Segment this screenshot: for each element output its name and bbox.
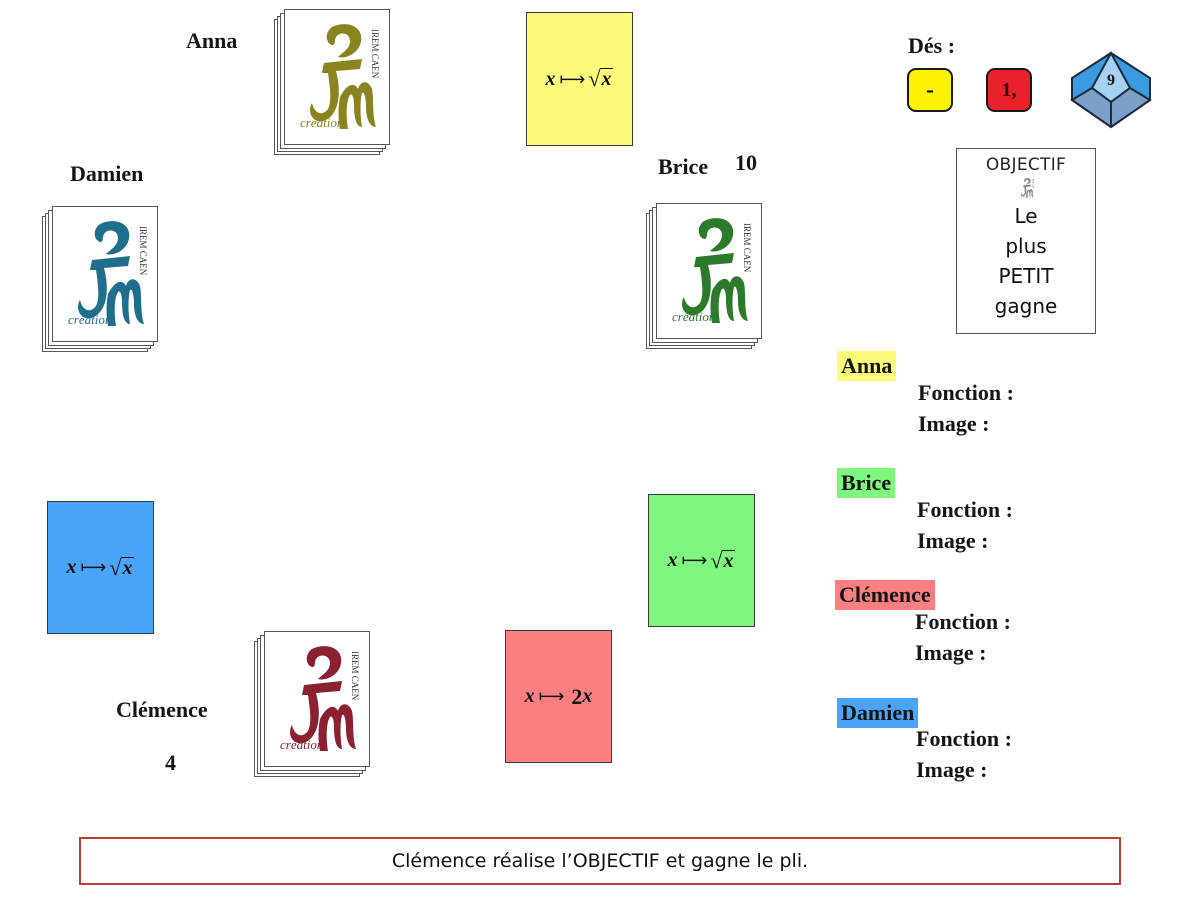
function-formula: x ⟼ √x <box>66 554 135 580</box>
objective-card: OBJECTIF Le plus PETIT gagne <box>956 148 1096 334</box>
irem-logo-icon <box>264 631 370 767</box>
panel-image-label: Image : <box>915 640 987 665</box>
function-formula: x ⟼ √x <box>667 547 736 573</box>
objective-logo <box>957 175 1095 201</box>
deck-damien[interactable] <box>42 206 158 352</box>
player-name-clemence: Clémence <box>116 697 208 722</box>
panel-image-label: Image : <box>917 528 989 553</box>
status-message-text: Clémence réalise l’OBJECTIF et gagne le … <box>391 850 809 872</box>
function-formula: x ⟼ √x <box>545 66 614 91</box>
d10-icon: 9 <box>1070 50 1152 129</box>
panel-player-clemence: Clémence <box>835 580 935 610</box>
panel-image-label: Image : <box>916 757 988 782</box>
panel-image-label: Image : <box>918 411 990 436</box>
objective-line: PETIT <box>998 264 1054 288</box>
dice-label: Dés : <box>908 33 956 58</box>
objective-line: Le <box>1014 204 1038 228</box>
die-units[interactable]: 1, <box>986 68 1032 112</box>
objective-line: plus <box>1005 234 1047 258</box>
die-value: - <box>926 76 934 103</box>
score-clemence: 4 <box>165 750 176 775</box>
panel-player-brice: Brice <box>837 468 896 498</box>
panel-fonction-label: Fonction : <box>918 380 1014 405</box>
player-name-brice: Brice <box>658 154 709 179</box>
played-card-brice[interactable]: x ⟼ √x <box>648 494 755 627</box>
panel-fonction-label: Fonction : <box>916 726 1012 751</box>
played-card-anna[interactable]: x ⟼ √x <box>526 12 633 146</box>
panel-player-anna: Anna <box>837 351 897 381</box>
die-value: 1, <box>1001 78 1017 101</box>
objective-line: gagne <box>994 294 1058 318</box>
score-brice: 10 <box>735 150 757 175</box>
deck-anna[interactable] <box>274 9 390 155</box>
irem-logo-icon <box>1016 175 1036 201</box>
player-name-anna: Anna <box>186 28 238 53</box>
irem-logo-icon <box>284 9 390 145</box>
status-message: Clémence réalise l’OBJECTIF et gagne le … <box>79 837 1121 885</box>
irem-logo-icon <box>52 206 158 342</box>
deck-clemence[interactable] <box>254 631 370 777</box>
irem-logo-icon <box>656 203 762 339</box>
objective-title: OBJECTIF <box>985 155 1067 175</box>
panel-fonction-label: Fonction : <box>917 497 1013 522</box>
die-sign[interactable]: - <box>907 68 953 112</box>
panel-fonction-label: Fonction : <box>915 609 1011 634</box>
svg-text:9: 9 <box>1107 72 1115 89</box>
panel-player-damien: Damien <box>837 698 919 728</box>
played-card-damien[interactable]: x ⟼ √x <box>47 501 154 634</box>
player-name-damien: Damien <box>70 161 144 186</box>
deck-brice[interactable] <box>646 203 762 349</box>
d10-die[interactable]: 9 <box>1068 50 1154 130</box>
